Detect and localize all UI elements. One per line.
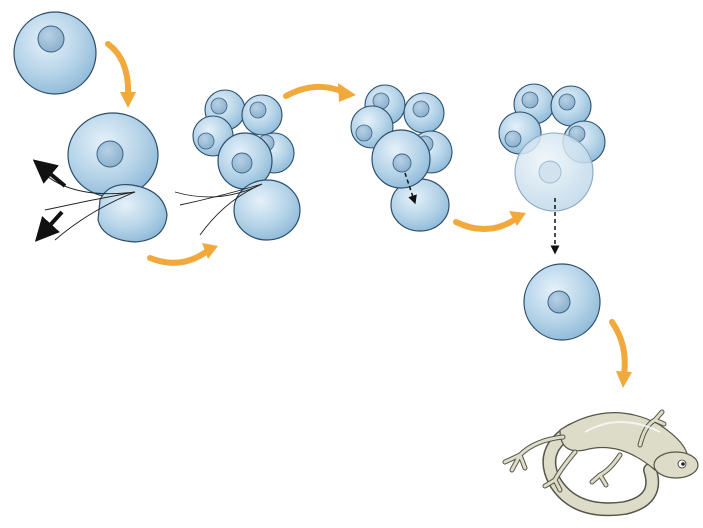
orange-arrow-1 [105,41,136,108]
thread [44,191,136,211]
nucleus-removal [498,83,606,255]
nucleus [547,290,571,314]
orange-arrow-2 [147,243,218,266]
orange-arrow-3 [283,83,356,102]
new-cell [523,263,601,341]
thread [199,183,263,236]
orange-arrow-5 [609,319,632,388]
nucleus [96,140,124,168]
thread [179,183,263,206]
cell-pinching [32,112,168,243]
single-cell [13,11,97,95]
nucleus-transfer [350,84,453,232]
thread [54,191,136,241]
embryo-separation [174,89,301,241]
salamander [502,409,699,517]
black-arrow-icon [32,159,67,188]
black-arrow-icon [34,210,64,242]
dashed-arrow-icon [404,172,417,205]
nucleus [37,25,65,53]
orange-arrow-4 [453,211,526,232]
